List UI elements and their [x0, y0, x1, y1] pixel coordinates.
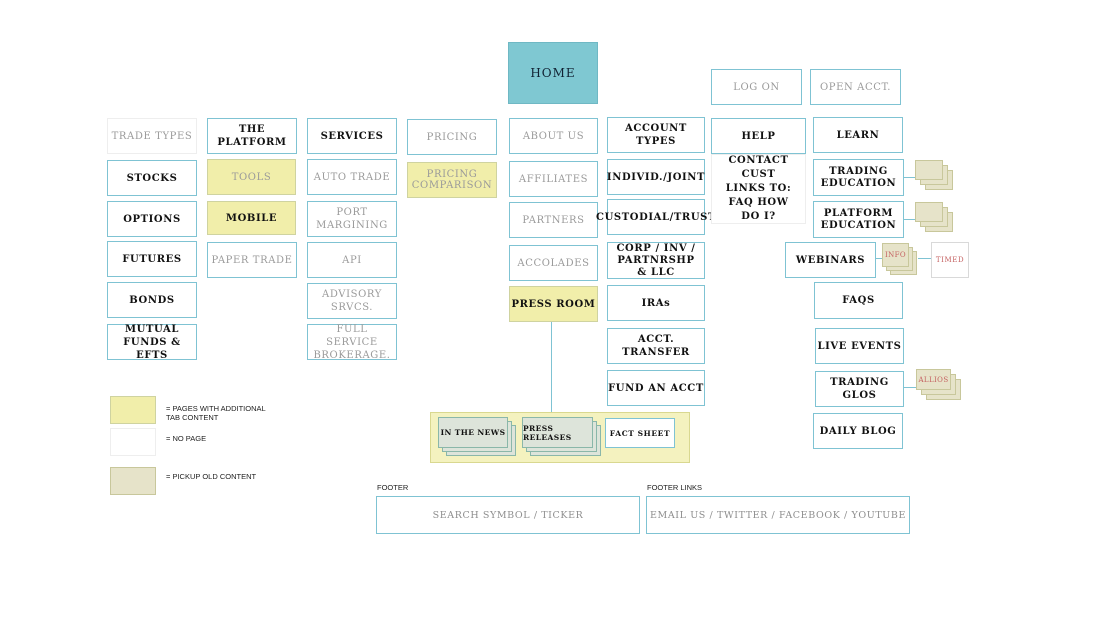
fund-acct-node[interactable]: FUND AN ACCT	[607, 370, 705, 406]
stocks-node[interactable]: STOCKS	[107, 160, 197, 196]
platform-ed-old-content	[915, 202, 955, 234]
legend-tan-text: = PICKUP OLD CONTENT	[166, 472, 257, 481]
trading-glossary-node[interactable]: TRADING GLOS	[815, 371, 904, 407]
corp-inv-node[interactable]: CORP / INV / PARTNRSHP & LLC	[607, 242, 705, 279]
fact-sheet-node[interactable]: FACT SHEET	[605, 418, 675, 448]
partners-node[interactable]: PARTNERS	[509, 202, 598, 238]
footer-search-node[interactable]: SEARCH SYMBOL / TICKER	[376, 496, 640, 534]
custodial-trust-node[interactable]: CUSTODIAL/TRUST	[596, 199, 715, 235]
legend-yellow-swatch	[110, 396, 156, 424]
futures-node[interactable]: FUTURES	[107, 241, 197, 277]
legend-white-swatch	[110, 428, 156, 456]
in-the-news-node[interactable]: IN THE NEWS	[438, 417, 508, 448]
pricing-node[interactable]: PRICING	[407, 119, 497, 155]
webinars-info-tag: INFO	[882, 243, 909, 267]
open-acct-node[interactable]: OPEN ACCT.	[810, 69, 901, 105]
about-us-node[interactable]: ABOUT US	[509, 118, 598, 154]
press-room-node[interactable]: PRESS ROOM	[509, 286, 598, 322]
affiliates-node[interactable]: AFFILIATES	[509, 161, 598, 197]
press-room-connector	[551, 322, 552, 412]
mutual-funds-node[interactable]: MUTUAL FUNDS & EFTS	[107, 324, 197, 361]
advisory-node[interactable]: ADVISORY SRVCS.	[307, 283, 397, 319]
trading-education-node[interactable]: TRADING EDUCATION	[813, 159, 904, 196]
live-events-node[interactable]: LIVE EVENTS	[815, 328, 904, 364]
webinars-info-stack: INFO	[882, 243, 920, 279]
webinars-tag-connector	[918, 258, 931, 259]
individ-joint-node[interactable]: INDIVID./JOINT	[607, 159, 705, 195]
iras-node[interactable]: IRAs	[607, 285, 705, 321]
account-types-node[interactable]: ACCOUNT TYPES	[607, 117, 705, 153]
trade-types-node: TRADE TYPES	[107, 118, 197, 154]
webinars-connector	[876, 258, 882, 259]
glossary-connector	[904, 387, 916, 388]
trading-ed-old-content	[915, 160, 955, 192]
glossary-tag: ALLIOS	[916, 369, 951, 390]
auto-trade-node[interactable]: AUTO TRADE	[307, 159, 397, 195]
the-platform-node[interactable]: THE PLATFORM	[207, 118, 297, 154]
webinars-node[interactable]: WEBINARS	[785, 242, 876, 278]
daily-blog-node[interactable]: DAILY BLOG	[813, 413, 903, 449]
platform-education-node[interactable]: PLATFORM EDUCATION	[813, 201, 904, 238]
help-content-node: CONTACT CUST LINKS TO: FAQ HOW DO I?	[711, 154, 806, 224]
port-margining-node[interactable]: PORT MARGINING	[307, 201, 397, 237]
paper-trade-node[interactable]: PAPER TRADE	[207, 242, 297, 278]
learn-node[interactable]: LEARN	[813, 117, 903, 153]
footer-links-label: FOOTER LINKS	[647, 483, 703, 492]
legend-white-text: = NO PAGE	[166, 434, 207, 443]
legend-yellow-text: = PAGES WITH ADDITIONAL TAB CONTENT	[166, 404, 266, 422]
faqs-node[interactable]: FAQS	[814, 282, 903, 319]
home-node[interactable]: HOME	[508, 42, 598, 104]
legend-tan-swatch	[110, 467, 156, 495]
press-releases-stack: PRESS RELEASES	[522, 417, 604, 459]
services-node[interactable]: SERVICES	[307, 118, 397, 154]
help-node[interactable]: HELP	[711, 118, 806, 154]
in-the-news-stack: IN THE NEWS	[438, 417, 518, 459]
press-releases-node[interactable]: PRESS RELEASES	[522, 417, 593, 448]
platform-ed-connector	[904, 219, 915, 220]
log-on-node[interactable]: LOG ON	[711, 69, 802, 105]
api-node[interactable]: API	[307, 242, 397, 278]
acct-transfer-node[interactable]: ACCT. TRANSFER	[607, 328, 705, 364]
webinars-timed-tag: TIMED	[931, 242, 969, 278]
full-service-node[interactable]: FULL SERVICE BROKERAGE.	[307, 324, 397, 361]
bonds-node[interactable]: BONDS	[107, 282, 197, 318]
tools-node[interactable]: TOOLS	[207, 159, 296, 195]
footer-links-node[interactable]: EMAIL US / TWITTER / FACEBOOK / YOUTUBE	[646, 496, 910, 534]
mobile-node[interactable]: MOBILE	[207, 201, 296, 235]
options-node[interactable]: OPTIONS	[107, 201, 197, 237]
glossary-stack: ALLIOS	[916, 369, 964, 403]
pricing-comparison-node[interactable]: PRICING COMPARISON	[407, 162, 497, 198]
footer-label: FOOTER	[377, 483, 409, 492]
accolades-node[interactable]: ACCOLADES	[509, 245, 598, 281]
trading-ed-connector	[904, 177, 915, 178]
